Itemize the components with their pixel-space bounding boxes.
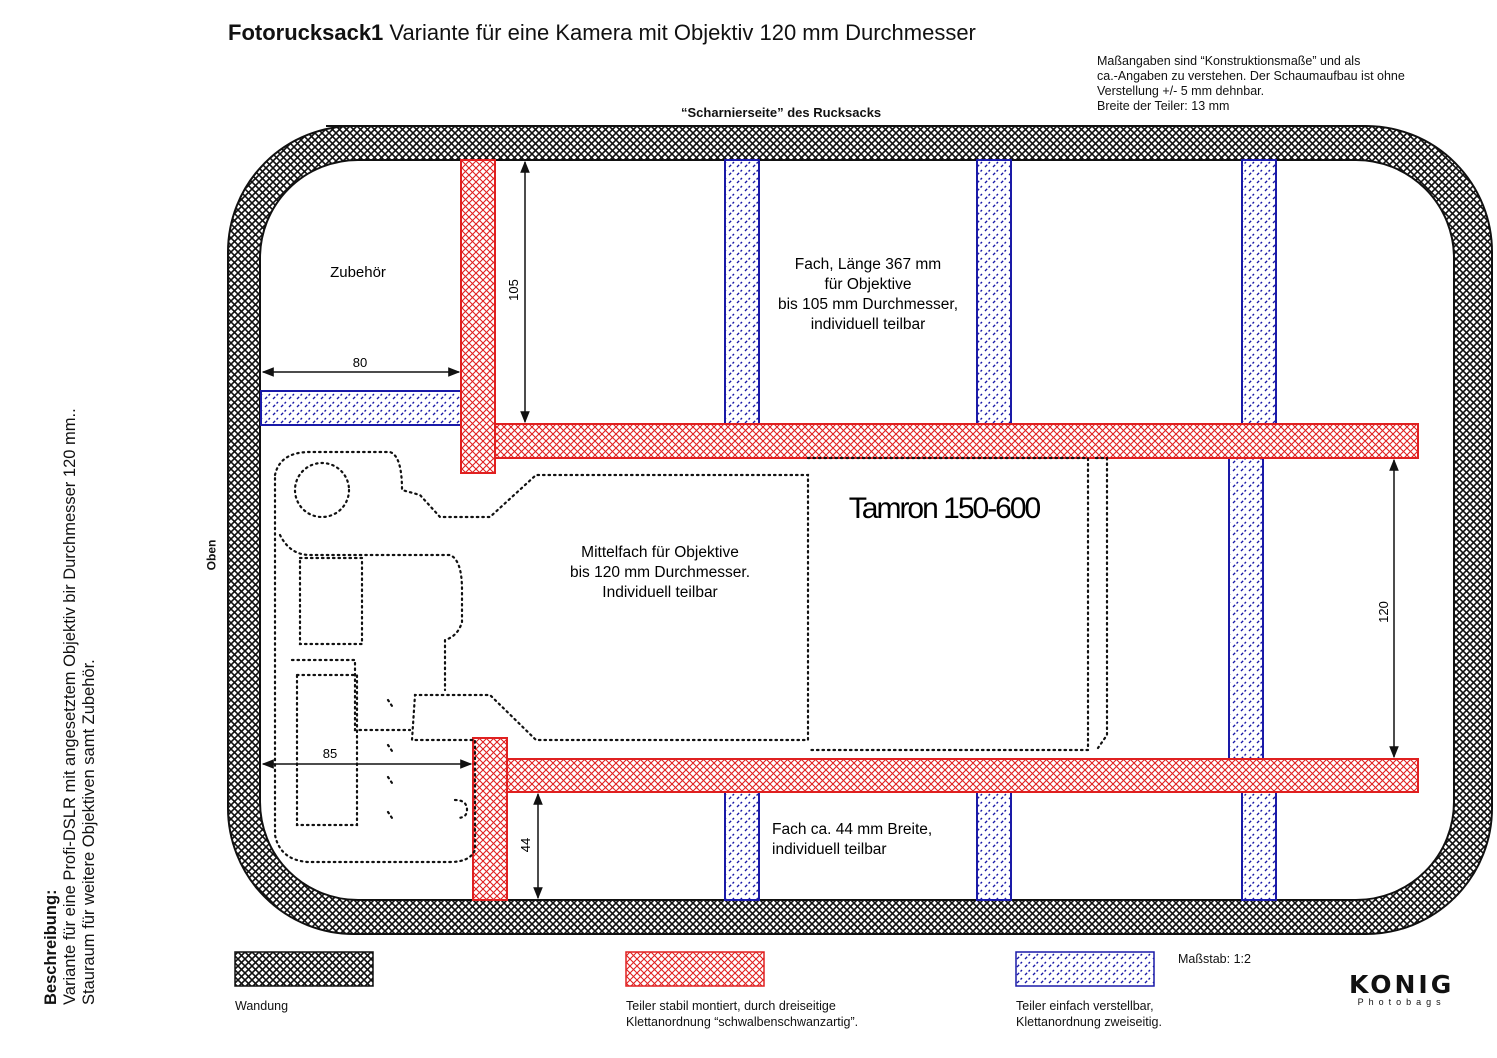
legend-fixed-swatch: [625, 951, 765, 987]
dimension-44: 44: [518, 838, 533, 852]
legend-fixed-line: Klettanordnung “schwalbenschwanzartig”.: [626, 1015, 859, 1029]
legend-movable-label: Teiler einfach verstellbar, Klettanordnu…: [1016, 998, 1162, 1030]
fach-schmal-label: Fach ca. 44 mm Breite, individuell teilb…: [772, 821, 932, 858]
legend-movable-line: Klettanordnung zweiseitig.: [1016, 1015, 1162, 1029]
logo-subtitle: Photobags: [1357, 997, 1446, 1007]
movable-divider: [724, 791, 760, 901]
lens-outline: [806, 456, 1109, 752]
fach-lang-line: individuell teilbar: [811, 316, 926, 333]
mittelfach-label: Mittelfach für Objektive bis 120 mm Durc…: [570, 544, 750, 601]
note-line: ca.-Angaben zu verstehen. Der Schaumaufb…: [1097, 69, 1405, 83]
fach-schmal-line: individuell teilbar: [772, 841, 887, 858]
hinge-side-label: “Scharnierseite” des Rucksacks: [681, 105, 882, 120]
legend-movable-line: Teiler einfach verstellbar,: [1016, 999, 1154, 1013]
fixed-divider: [472, 737, 508, 901]
description-block: Beschreibung: Variante für eine Profi-DS…: [42, 408, 99, 1005]
mittelfach-line: Individuell teilbar: [602, 584, 717, 601]
mittelfach-line: Mittelfach für Objektive: [581, 544, 739, 561]
backpack-wall: [227, 125, 1493, 935]
movable-divider: [1241, 791, 1277, 901]
fach-lang-line: für Objektive: [824, 276, 911, 293]
fixed-divider: [506, 758, 1419, 793]
note-line: Breite der Teiler: 13 mm: [1097, 99, 1230, 113]
description-line: Variante für eine Profi-DSLR mit angeset…: [61, 408, 79, 1005]
legend-fixed-line: Teiler stabil montiert, durch dreiseitig…: [626, 999, 836, 1013]
fixed-divider: [460, 159, 496, 474]
scale-label: Maßstab: 1:2: [1178, 952, 1251, 966]
dimension-lines: [261, 160, 1399, 900]
movable-divider: [976, 791, 1012, 901]
movable-divider: [1241, 159, 1277, 425]
legend-wall-label: Wandung: [235, 999, 289, 1013]
movable-divider: [1228, 457, 1264, 760]
dimension-120: 120: [1376, 601, 1391, 623]
camera-outline: [273, 450, 810, 864]
description-line: Stauraum für weitere Objektiven samt Zub…: [80, 659, 98, 1005]
dimension-105: 105: [506, 279, 521, 301]
dimension-85: 85: [323, 746, 337, 761]
page-title: Fotorucksack1 Variante für eine Kamera m…: [228, 20, 976, 45]
movable-divider: [724, 159, 760, 425]
legend-wall-swatch: [234, 951, 374, 987]
legend-movable-swatch: [1015, 951, 1155, 987]
dimension-80: 80: [353, 355, 367, 370]
note-line: Verstellung +/- 5 mm dehnbar.: [1097, 84, 1265, 98]
movable-divider: [260, 390, 462, 426]
top-side-label: Oben: [204, 539, 219, 571]
construction-notes: Maßangaben sind “Konstruktionsmaße” und …: [1097, 54, 1405, 114]
logo-name: KONIG: [1349, 970, 1455, 999]
movable-divider: [976, 159, 1012, 425]
lens-name-label: Tamron 150-600: [849, 492, 1041, 525]
fach-lang-line: Fach, Länge 367 mm: [795, 256, 941, 273]
fixed-divider: [494, 423, 1419, 459]
zubehoer-label: Zubehör: [330, 264, 386, 281]
legend-fixed-label: Teiler stabil montiert, durch dreiseitig…: [626, 998, 858, 1030]
brand-logo: KONIG Photobags: [1349, 970, 1454, 1007]
fach-lang-label: Fach, Länge 367 mm für Objektive bis 105…: [778, 256, 958, 333]
fach-schmal-line: Fach ca. 44 mm Breite,: [772, 821, 932, 838]
description-heading: Beschreibung:: [42, 889, 60, 1005]
fach-lang-line: bis 105 mm Durchmesser,: [778, 296, 958, 313]
note-line: Maßangaben sind “Konstruktionsmaße” und …: [1097, 54, 1361, 68]
mittelfach-line: bis 120 mm Durchmesser.: [570, 564, 750, 581]
